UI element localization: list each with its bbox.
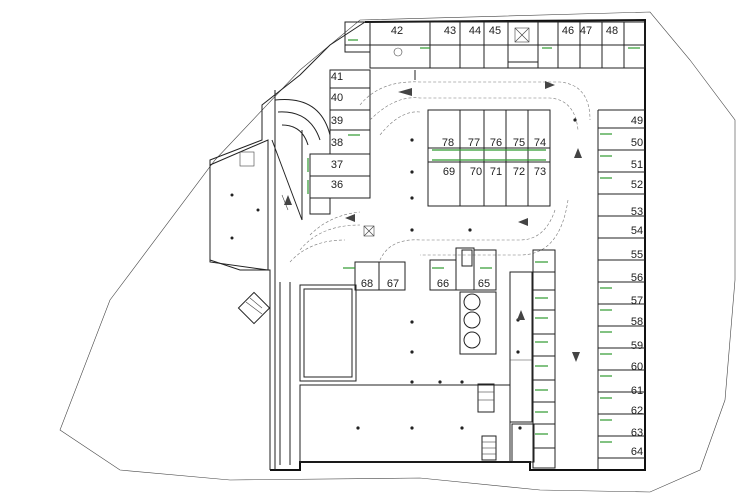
space-48: 48 (606, 25, 618, 37)
top-row (344, 21, 646, 69)
right-column (597, 109, 645, 470)
left-column (307, 69, 371, 215)
space-52: 52 (631, 179, 643, 191)
space-56: 56 (631, 272, 643, 284)
space-50: 50 (631, 137, 643, 149)
space-64: 64 (631, 446, 643, 458)
ramp-down (509, 271, 535, 463)
space-41: 41 (331, 71, 343, 83)
space-38: 38 (331, 137, 343, 149)
space-49: 49 (631, 115, 643, 127)
columns (356, 118, 577, 430)
space-78: 78 (442, 137, 454, 149)
central-island (427, 109, 551, 207)
space-37: 37 (331, 159, 343, 171)
space-46: 46 (562, 25, 574, 37)
space-39: 39 (331, 115, 343, 127)
drive-aisle (284, 70, 591, 362)
mid-stalls (532, 249, 556, 469)
space-66: 66 (437, 278, 449, 290)
space-40: 40 (331, 92, 343, 104)
space-76: 76 (490, 137, 502, 149)
space-53: 53 (631, 206, 643, 218)
space-59: 59 (631, 340, 643, 352)
space-55: 55 (631, 249, 643, 261)
space-51: 51 (631, 159, 643, 171)
space-75: 75 (513, 137, 525, 149)
space-47: 47 (580, 25, 592, 37)
space-67: 67 (387, 278, 399, 290)
space-70: 70 (470, 166, 482, 178)
building-walls (209, 18, 646, 471)
space-36: 36 (331, 179, 343, 191)
space-62: 62 (631, 405, 643, 417)
space-63: 63 (631, 427, 643, 439)
space-42: 42 (391, 25, 403, 37)
stair-tower (237, 291, 271, 325)
space-69: 69 (443, 166, 455, 178)
space-68: 68 (361, 278, 373, 290)
space-72: 72 (513, 166, 525, 178)
space-54: 54 (631, 225, 643, 237)
space-60: 60 (631, 361, 643, 373)
space-71: 71 (490, 166, 502, 178)
site-boundary (59, 11, 736, 493)
space-45: 45 (489, 25, 501, 37)
space-74: 74 (534, 137, 546, 149)
space-58: 58 (631, 316, 643, 328)
space-43: 43 (444, 25, 456, 37)
left-block (209, 139, 269, 271)
space-65: 65 (478, 278, 490, 290)
space-44: 44 (469, 25, 481, 37)
space-61: 61 (631, 385, 643, 397)
tanks (459, 291, 497, 355)
middle-row (343, 225, 497, 291)
space-73: 73 (534, 166, 546, 178)
entry-ramp (271, 98, 331, 221)
lower-room (299, 284, 511, 463)
space-77: 77 (468, 137, 480, 149)
space-57: 57 (631, 295, 643, 307)
